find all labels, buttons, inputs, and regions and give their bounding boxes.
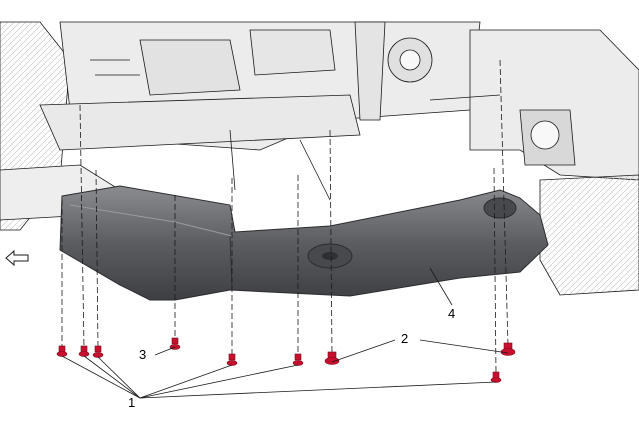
bolt-1f [490, 371, 502, 383]
callout-2: 2 [401, 331, 408, 346]
column [354, 21, 386, 121]
vehicle-structure [0, 21, 639, 296]
bolt-2a [324, 351, 340, 365]
fasteners [56, 337, 516, 383]
bolt-1a [56, 345, 68, 357]
bolt-1b [78, 345, 90, 357]
crossmember [39, 94, 361, 151]
bolt-1c [92, 345, 104, 358]
callout-3: 3 [139, 347, 146, 362]
bolt-1e [292, 353, 304, 366]
arrow-left-icon [5, 249, 29, 267]
leader-lines [61, 267, 509, 399]
alignment-lines [61, 59, 509, 375]
callout-1: 1 [128, 395, 135, 410]
splash-shield [59, 185, 549, 301]
bolt-2b [500, 342, 516, 356]
callout-4: 4 [448, 306, 455, 321]
bolt-3 [169, 337, 181, 350]
right-frame [539, 174, 639, 296]
bolt-1d [226, 353, 238, 366]
